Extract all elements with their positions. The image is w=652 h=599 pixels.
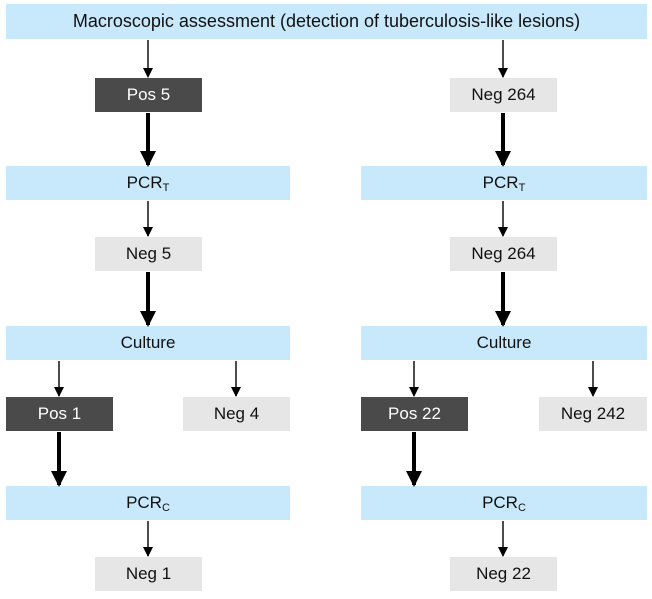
left-pcr-c-box: PCRC	[6, 486, 290, 520]
right-pcr-t-label: PCRT	[482, 172, 526, 194]
left-pcr-c-label: PCRC	[126, 492, 170, 514]
right-pcr-t-result-box: Neg 264	[450, 237, 557, 271]
right-pcr-c-result-box: Neg 22	[450, 557, 557, 591]
left-culture-label: Culture	[120, 333, 176, 352]
left-culture-pos-label: Pos 1	[37, 404, 82, 423]
left-culture-box: Culture	[6, 326, 290, 360]
left-result-pos-label: Pos 5	[126, 85, 171, 104]
right-pcr-c-result-label: Neg 22	[476, 564, 531, 583]
macroscopic-assessment-label: Macroscopic assessment (detection of tub…	[72, 11, 581, 31]
left-pcr-c-result-box: Neg 1	[95, 557, 202, 591]
right-pcr-t-result-label: Neg 264	[471, 244, 536, 263]
right-result-neg-label: Neg 264	[471, 85, 536, 104]
left-culture-neg-label: Neg 4	[213, 404, 260, 423]
right-pcr-c-label: PCRC	[482, 492, 526, 514]
right-culture-box: Culture	[361, 326, 647, 360]
right-pcr-c-box: PCRC	[361, 486, 647, 520]
right-pcr-t-box: PCRT	[361, 166, 647, 200]
right-culture-pos-label: Pos 22	[388, 404, 441, 423]
left-pcr-t-result-label: Neg 5	[125, 244, 172, 263]
left-pcr-t-box: PCRT	[6, 166, 290, 200]
right-culture-label: Culture	[476, 333, 532, 352]
left-pcr-c-result-label: Neg 1	[125, 564, 172, 583]
left-culture-pos-box: Pos 1	[6, 397, 113, 431]
right-result-neg-box: Neg 264	[450, 78, 557, 112]
left-result-pos-box: Pos 5	[95, 78, 202, 112]
left-pcr-t-label: PCRT	[126, 172, 170, 194]
left-pcr-t-result-box: Neg 5	[95, 237, 202, 271]
right-culture-neg-label: Neg 242	[560, 404, 626, 423]
right-culture-pos-box: Pos 22	[361, 397, 468, 431]
right-culture-neg-box: Neg 242	[539, 397, 647, 431]
macroscopic-assessment-box: Macroscopic assessment (detection of tub…	[6, 4, 647, 39]
left-culture-neg-box: Neg 4	[183, 397, 290, 431]
